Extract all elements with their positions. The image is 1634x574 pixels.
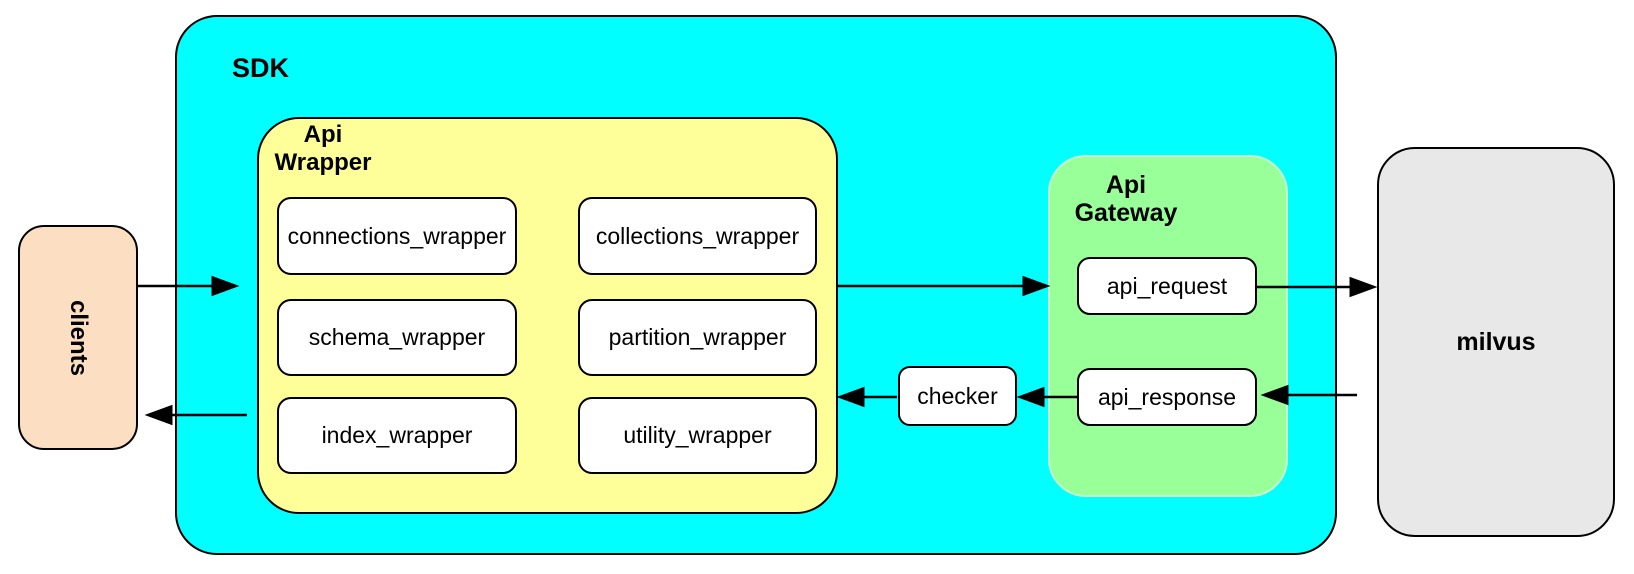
- node-milvus: milvus: [1377, 147, 1615, 537]
- api-wrapper-label: Api Wrapper: [267, 121, 379, 177]
- node-api-request: api_request: [1077, 257, 1257, 315]
- clients-label: clients: [65, 299, 92, 376]
- node-api-gateway: Api Gateway: [1048, 155, 1288, 497]
- partition-wrapper-label: partition_wrapper: [608, 324, 787, 350]
- milvus-label: milvus: [1456, 327, 1536, 356]
- node-checker: checker: [898, 366, 1017, 426]
- node-schema-wrapper: schema_wrapper: [277, 299, 517, 376]
- node-utility-wrapper: utility_wrapper: [578, 397, 817, 474]
- node-api-response: api_response: [1077, 368, 1257, 426]
- node-index-wrapper: index_wrapper: [277, 397, 517, 474]
- node-connections-wrapper: connections_wrapper: [277, 197, 517, 275]
- node-partition-wrapper: partition_wrapper: [578, 299, 817, 376]
- node-collections-wrapper: collections_wrapper: [578, 197, 817, 275]
- utility-wrapper-label: utility_wrapper: [623, 422, 772, 448]
- schema-wrapper-label: schema_wrapper: [308, 324, 486, 350]
- sdk-label: SDK: [232, 53, 290, 83]
- api-wrapper-label-line1: Api: [303, 121, 343, 148]
- api-response-label: api_response: [1097, 383, 1237, 410]
- index-wrapper-label: index_wrapper: [321, 422, 473, 448]
- api-request-label: api_request: [1106, 272, 1228, 299]
- node-clients: clients: [18, 225, 138, 450]
- api-gateway-label: Api Gateway: [1062, 171, 1190, 227]
- collections-wrapper-label: collections_wrapper: [595, 222, 800, 249]
- api-gateway-label-line2: Gateway: [1074, 199, 1178, 227]
- api-wrapper-label-line2: Wrapper: [274, 149, 372, 176]
- checker-label: checker: [917, 382, 998, 409]
- connections-wrapper-label: connections_wrapper: [287, 222, 507, 249]
- api-gateway-label-line1: Api: [1105, 171, 1147, 199]
